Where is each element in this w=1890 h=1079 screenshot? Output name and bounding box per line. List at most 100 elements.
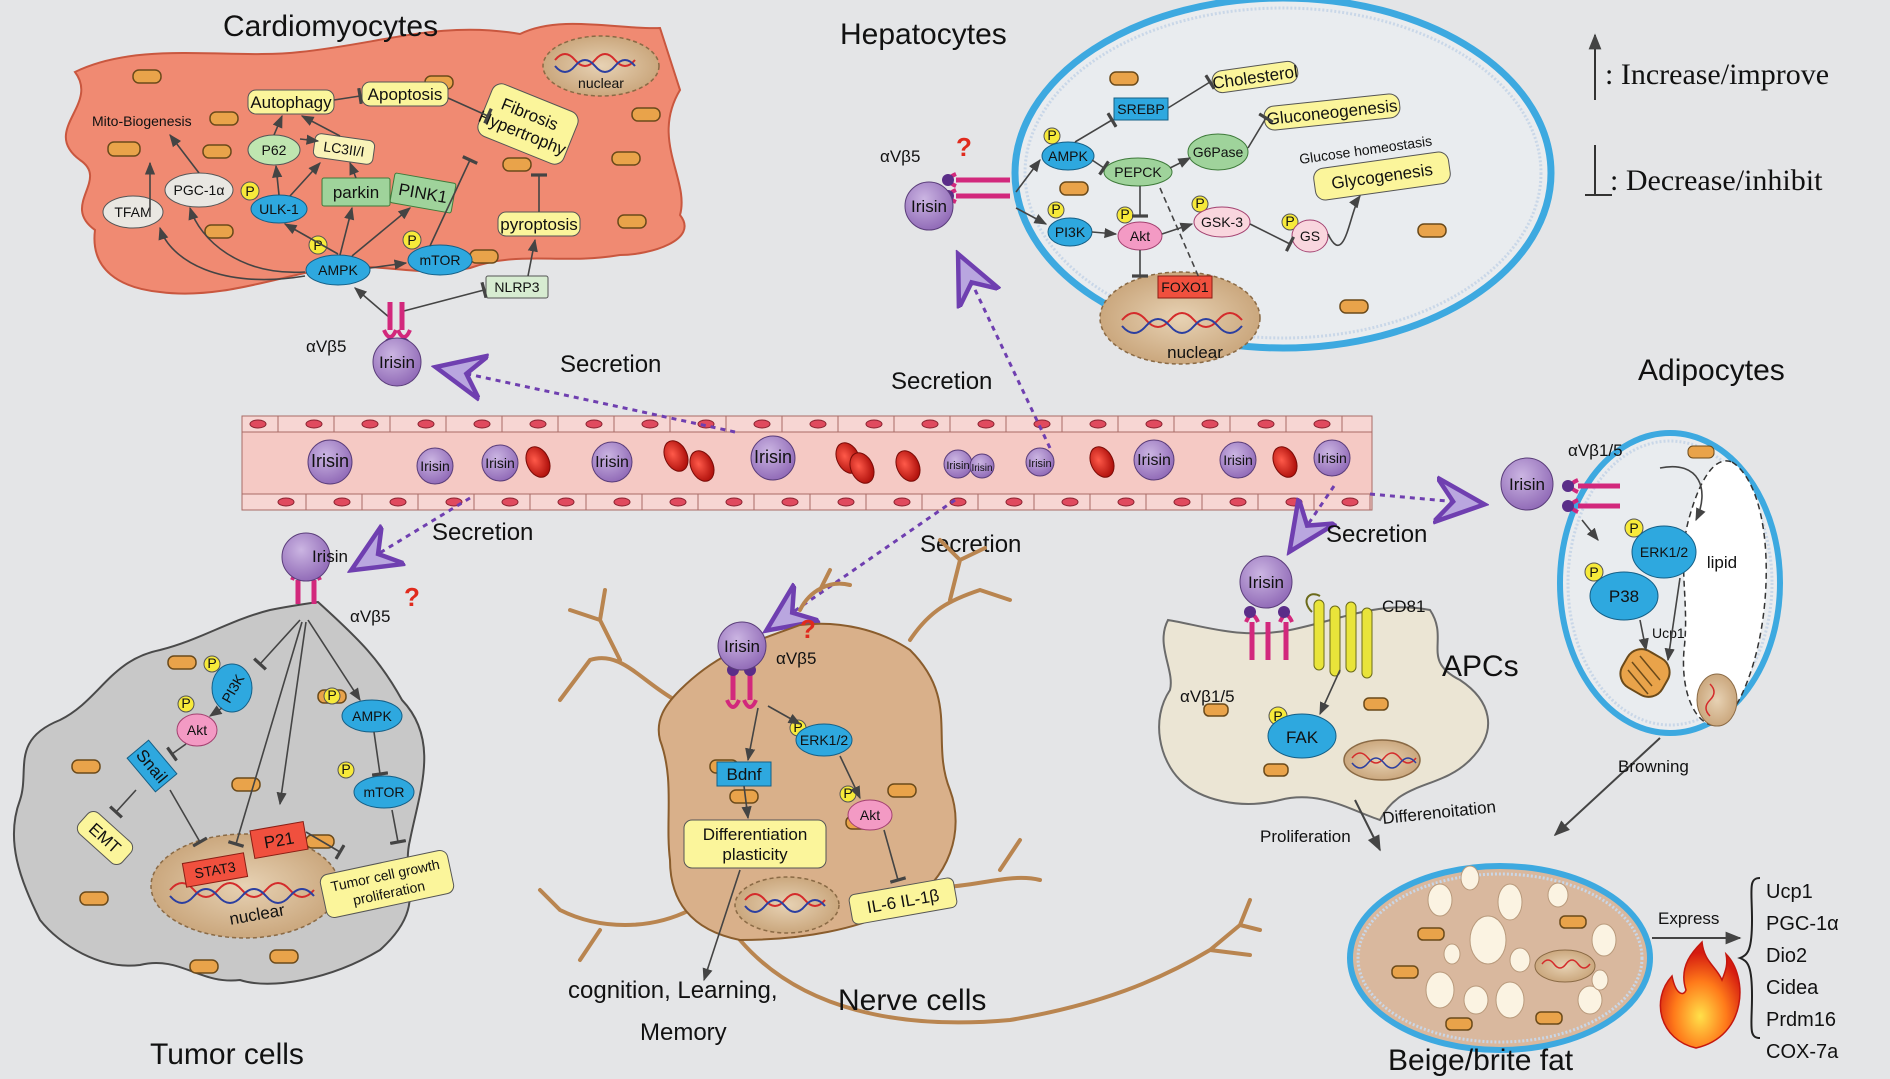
lipid-droplet-small xyxy=(1591,969,1609,991)
tumor-integrin-label: αVβ5 xyxy=(350,607,390,626)
svg-text:P: P xyxy=(1589,564,1598,580)
svg-text:P: P xyxy=(1120,206,1129,222)
lipid-droplet-small xyxy=(1509,947,1531,973)
cardiomyocyte-cell: nuclear Mito-Biogenesis Autophagy Apopto… xyxy=(65,22,686,319)
hepato-gsk3-node xyxy=(1193,206,1251,238)
adipo-p38-node xyxy=(1589,571,1659,621)
red-blood-cell xyxy=(1272,446,1298,478)
svg-text:AMPK: AMPK xyxy=(1048,148,1088,164)
fire-icon xyxy=(1659,940,1741,1049)
svg-text:pyroptosis: pyroptosis xyxy=(500,215,577,234)
svg-text:Irisin: Irisin xyxy=(1509,475,1545,494)
vessel-irisin-label: Irisin xyxy=(1223,452,1253,468)
vessel-irisin-molecule xyxy=(1219,441,1257,479)
svg-text:PEPCK: PEPCK xyxy=(1114,164,1162,180)
lipid-droplet xyxy=(1682,460,1767,727)
vessel-irisin-molecule xyxy=(591,441,633,483)
tumor-cells-title: Tumor cells xyxy=(150,1038,304,1071)
nerve-integrin-label: αVβ5 xyxy=(776,649,816,668)
hepato-g6pase-node xyxy=(1187,133,1249,171)
svg-text:P: P xyxy=(245,183,254,199)
lipid-droplet-small xyxy=(1591,923,1617,957)
svg-text:Apoptosis: Apoptosis xyxy=(368,85,443,104)
adipo-receptor xyxy=(1562,478,1620,514)
hepato-receptor xyxy=(942,172,1010,204)
secretion-label-hepato: Secretion xyxy=(891,368,992,395)
svg-text:Autophagy: Autophagy xyxy=(250,93,332,112)
ucp1-label: Ucp1 xyxy=(1652,625,1685,641)
svg-text:PGC-1α: PGC-1α xyxy=(174,182,225,198)
svg-text:P: P xyxy=(327,687,336,703)
adipo-edges xyxy=(1581,465,1706,662)
expressed-gene: Dio2 xyxy=(1766,945,1807,967)
svg-text:P: P xyxy=(181,695,190,711)
vessel-irisin-label: Irisin xyxy=(971,463,992,474)
apc-irisin xyxy=(1239,555,1293,609)
tumor-irisin xyxy=(281,532,331,582)
svg-text:STAT3: STAT3 xyxy=(193,858,237,881)
vessel-irisin-molecule xyxy=(1025,447,1055,477)
tumor-question: ? xyxy=(404,582,420,612)
svg-text:P: P xyxy=(207,655,216,671)
gene-brace xyxy=(1737,877,1761,1039)
nerve-erk-node xyxy=(795,723,853,757)
lipid-droplet-small xyxy=(1495,981,1525,1019)
svg-text:ERK1/2: ERK1/2 xyxy=(1640,544,1688,560)
lipid-droplet-small xyxy=(1547,882,1569,908)
svg-text:P: P xyxy=(843,785,852,801)
svg-text:AMPK: AMPK xyxy=(352,708,392,724)
hepato-edges xyxy=(1015,74,1361,281)
svg-text:P: P xyxy=(1285,213,1294,229)
lipid-droplet-small xyxy=(1577,985,1603,1015)
adipo-integrin-label: αVβ1/5 xyxy=(1568,441,1623,460)
vessel-irisin-molecule xyxy=(481,444,519,482)
tumor-cell: nuclear P PI3K P Akt Snail EMT STAT3 P21… xyxy=(12,600,455,985)
tumor-edges xyxy=(109,619,407,860)
red-blood-cell xyxy=(663,440,689,472)
nerve-diff-node xyxy=(683,819,827,869)
nerve-il-node xyxy=(848,877,958,925)
apc-mitochondria xyxy=(1203,697,1389,777)
cardio-fibrosis-node xyxy=(477,83,579,165)
lipid-droplet-small xyxy=(1463,985,1489,1015)
svg-text:P62: P62 xyxy=(262,142,287,158)
cardio-edges xyxy=(144,87,547,319)
expressed-gene: Ucp1 xyxy=(1766,881,1813,903)
svg-text:PI3K: PI3K xyxy=(1055,224,1086,240)
apc-receptor xyxy=(1244,606,1294,660)
tumor-stat3-node xyxy=(181,852,249,888)
legend-decrease: : Decrease/inhibit xyxy=(1610,164,1823,197)
cd81-receptor xyxy=(1313,599,1373,679)
hepato-glycogenesis-node xyxy=(1313,151,1451,201)
legend-increase: : Increase/improve xyxy=(1605,58,1829,91)
cardio-pink-node xyxy=(389,172,457,214)
nerve-bdnf-node xyxy=(716,761,772,787)
expressed-gene: PGC-1α xyxy=(1766,913,1839,935)
svg-text:parkin: parkin xyxy=(333,183,379,202)
cardio-ulk-p xyxy=(240,181,260,201)
adipo-erk-node xyxy=(1631,525,1697,579)
adipo-irisin xyxy=(1500,457,1554,511)
apc-cell: P FAK xyxy=(1158,593,1489,852)
nerve-nucleus xyxy=(734,876,840,934)
svg-text:P: P xyxy=(1051,201,1060,217)
apc-integrin-label: αVβ1/5 xyxy=(1180,687,1235,706)
svg-text:GS: GS xyxy=(1300,228,1320,244)
svg-text:mTOR: mTOR xyxy=(364,784,405,800)
adipocytes-title: Adipocytes xyxy=(1638,354,1785,387)
red-blood-cell xyxy=(895,450,921,482)
cardio-irisin xyxy=(372,337,422,387)
secretion-arrows xyxy=(355,258,1480,628)
vessel-irisin-molecule xyxy=(1313,439,1351,477)
tumor-akt-node xyxy=(176,713,218,747)
vessel-irisin-molecule xyxy=(969,453,995,479)
vessel-irisin-label: Irisin xyxy=(595,454,629,471)
svg-text:P: P xyxy=(793,719,802,735)
svg-text:plasticity: plasticity xyxy=(722,845,788,864)
tumor-pi3k-node xyxy=(211,663,253,713)
beige-fat-title: Beige/brite fat xyxy=(1388,1044,1574,1077)
lipid-label: lipid xyxy=(1707,553,1737,572)
svg-text:SREBP: SREBP xyxy=(1117,101,1164,117)
